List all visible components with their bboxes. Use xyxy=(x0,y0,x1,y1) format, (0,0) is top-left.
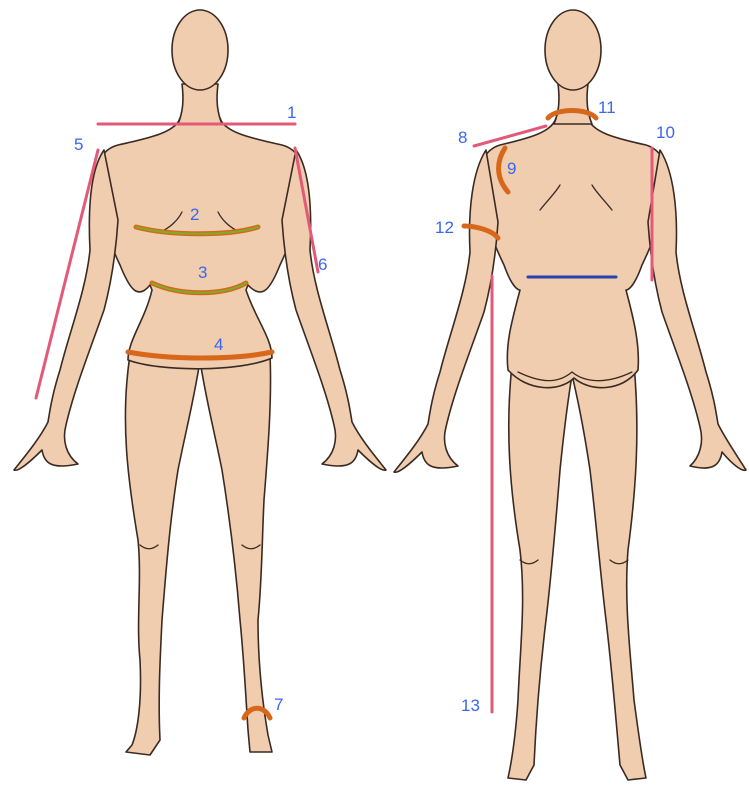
back-left-arm xyxy=(394,150,498,472)
label-12: 12 xyxy=(435,218,454,237)
label-10: 10 xyxy=(656,123,675,142)
label-7: 7 xyxy=(274,695,283,714)
label-8: 8 xyxy=(458,128,467,147)
label-1: 1 xyxy=(287,103,296,122)
back-right-arm xyxy=(648,150,746,470)
front-figure xyxy=(14,10,386,755)
front-torso xyxy=(98,118,303,369)
label-4: 4 xyxy=(214,335,223,354)
label-9: 9 xyxy=(507,159,516,178)
back-head xyxy=(545,10,601,90)
label-3: 3 xyxy=(198,263,207,282)
front-left-arm xyxy=(14,150,118,470)
label-5: 5 xyxy=(74,135,83,154)
label-13: 13 xyxy=(461,696,480,715)
front-right-leg xyxy=(200,355,272,752)
back-figure xyxy=(394,10,746,780)
back-left-leg xyxy=(508,365,572,780)
front-right-arm xyxy=(282,150,386,470)
front-head xyxy=(172,10,228,90)
back-right-leg xyxy=(572,365,646,780)
front-left-leg xyxy=(125,355,200,755)
label-11: 11 xyxy=(598,98,616,117)
label-6: 6 xyxy=(318,255,327,274)
label-2: 2 xyxy=(190,205,199,224)
